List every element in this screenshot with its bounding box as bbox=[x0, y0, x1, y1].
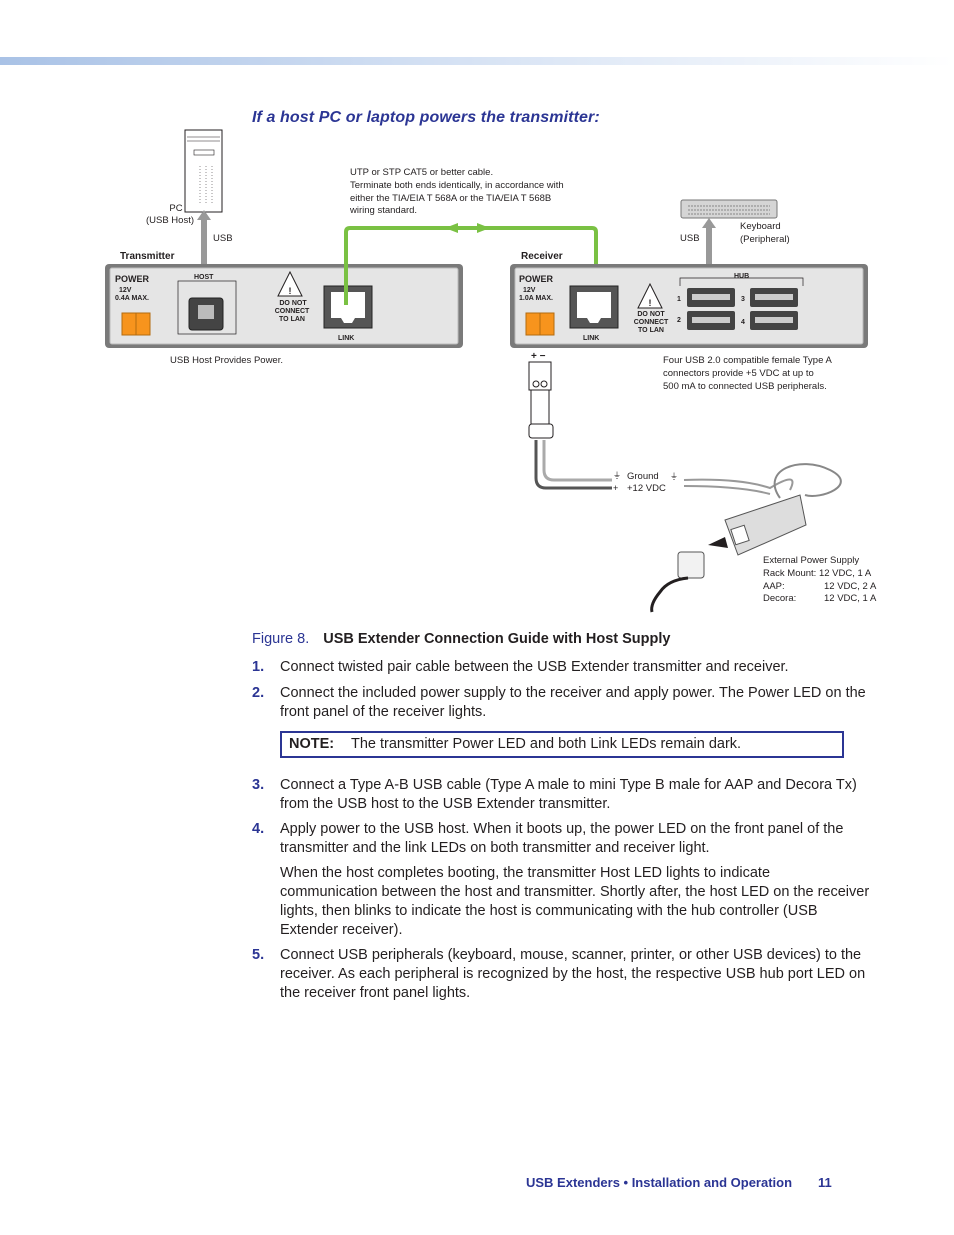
svg-text:!: ! bbox=[649, 298, 652, 308]
svg-text:Keyboard: Keyboard bbox=[740, 221, 781, 232]
page-number: 11 bbox=[818, 1175, 832, 1190]
svg-text:LINK: LINK bbox=[583, 335, 599, 342]
svg-text:DO NOT: DO NOT bbox=[279, 300, 307, 307]
svg-text:12V: 12V bbox=[119, 287, 132, 294]
svg-text:⏚: ⏚ bbox=[613, 471, 621, 480]
svg-text:LINK: LINK bbox=[338, 335, 354, 342]
note-box: NOTE: The transmitter Power LED and both… bbox=[280, 731, 844, 758]
svg-text:POWER: POWER bbox=[115, 274, 150, 284]
svg-text:CONNECT: CONNECT bbox=[634, 319, 669, 326]
svg-text:HUB: HUB bbox=[734, 273, 749, 280]
pc-host-label: (USB Host) bbox=[146, 215, 194, 226]
note-text: The transmitter Power LED and both Link … bbox=[351, 736, 742, 752]
svg-text:POWER: POWER bbox=[519, 274, 554, 284]
keyboard-icon bbox=[680, 199, 778, 219]
svg-text:+: + bbox=[613, 483, 618, 493]
svg-text:connectors provide +5 VDC at u: connectors provide +5 VDC at up to bbox=[663, 368, 814, 379]
svg-text:0.4A MAX.: 0.4A MAX. bbox=[115, 295, 149, 302]
usb-right-label: USB bbox=[680, 233, 700, 244]
svg-text:⏚: ⏚ bbox=[670, 472, 678, 481]
pc-tower-icon bbox=[184, 129, 223, 213]
pc-label: PC bbox=[169, 203, 182, 214]
step-4-detail: When the host completes booting, the tra… bbox=[280, 865, 870, 938]
transmitter-label: Transmitter bbox=[120, 251, 175, 262]
power-connector-icon: + − bbox=[528, 351, 612, 490]
svg-text:UTP or STP CAT5 or better cabl: UTP or STP CAT5 or better cable. bbox=[350, 167, 493, 178]
receiver-label: Receiver bbox=[521, 251, 563, 262]
svg-text:4: 4 bbox=[741, 319, 745, 326]
svg-text:12 VDC, 2 A: 12 VDC, 2 A bbox=[824, 581, 877, 592]
svg-text:wiring standard.: wiring standard. bbox=[349, 205, 417, 216]
figure-number: Figure 8. bbox=[252, 631, 310, 647]
svg-text:500 mA to connected USB periph: 500 mA to connected USB peripherals. bbox=[663, 381, 827, 392]
usb-host-power-note: USB Host Provides Power. bbox=[170, 355, 283, 366]
page-footer: USB Extenders • Installation and Operati… bbox=[526, 1175, 832, 1190]
svg-text:+ −: + − bbox=[531, 351, 546, 362]
power-supply-icon bbox=[650, 463, 842, 613]
svg-text:1: 1 bbox=[677, 296, 681, 303]
svg-text:2: 2 bbox=[677, 317, 681, 324]
header-bar bbox=[0, 57, 954, 65]
svg-text:HOST: HOST bbox=[194, 274, 214, 281]
receiver-panel: POWER 12V 1.0A MAX. LINK ! DO NOT CONNEC… bbox=[510, 264, 868, 348]
svg-text:1.0A MAX.: 1.0A MAX. bbox=[519, 295, 553, 302]
svg-text:Decora:: Decora: bbox=[763, 593, 796, 604]
svg-text:TO LAN: TO LAN bbox=[279, 316, 305, 323]
ground-label: Ground bbox=[627, 471, 659, 482]
svg-text:Four USB 2.0 compatible female: Four USB 2.0 compatible female Type A bbox=[663, 355, 832, 366]
svg-text:DO NOT: DO NOT bbox=[637, 311, 665, 318]
svg-text:CONNECT: CONNECT bbox=[275, 308, 310, 315]
transmitter-panel: POWER 12V 0.4A MAX. HOST ! DO NOT CONNEC… bbox=[105, 264, 463, 348]
svg-text:External Power Supply: External Power Supply bbox=[763, 555, 859, 566]
figure-caption: Figure 8. USB Extender Connection Guide w… bbox=[252, 631, 670, 647]
svg-text:(Peripheral): (Peripheral) bbox=[740, 234, 790, 245]
usb-left-label: USB bbox=[213, 233, 233, 244]
cat5-cable bbox=[344, 223, 598, 305]
svg-text:!: ! bbox=[289, 286, 292, 296]
connection-diagram: PC (USB Host) USB Transmitter POWER 12V … bbox=[105, 129, 877, 613]
svg-text:3: 3 bbox=[741, 296, 745, 303]
note-label: NOTE: bbox=[289, 736, 335, 752]
section-heading: If a host PC or laptop powers the transm… bbox=[252, 109, 600, 126]
svg-text:Terminate both ends identicall: Terminate both ends identically, in acco… bbox=[350, 180, 564, 191]
svg-text:TO LAN: TO LAN bbox=[638, 327, 664, 334]
svg-text:12 VDC, 1 A: 12 VDC, 1 A bbox=[824, 593, 877, 604]
svg-text:AAP:: AAP: bbox=[763, 581, 785, 592]
vdc-label: +12 VDC bbox=[627, 483, 666, 494]
svg-text:12V: 12V bbox=[523, 287, 536, 294]
svg-text:either the TIA/EIA T 568A or t: either the TIA/EIA T 568A or the TIA/EIA… bbox=[350, 193, 551, 204]
figure-title: USB Extender Connection Guide with Host … bbox=[323, 631, 671, 647]
footer-title: USB Extenders • Installation and Operati… bbox=[526, 1175, 793, 1190]
svg-text:Rack Mount: 12 VDC, 1 A: Rack Mount: 12 VDC, 1 A bbox=[763, 568, 872, 579]
